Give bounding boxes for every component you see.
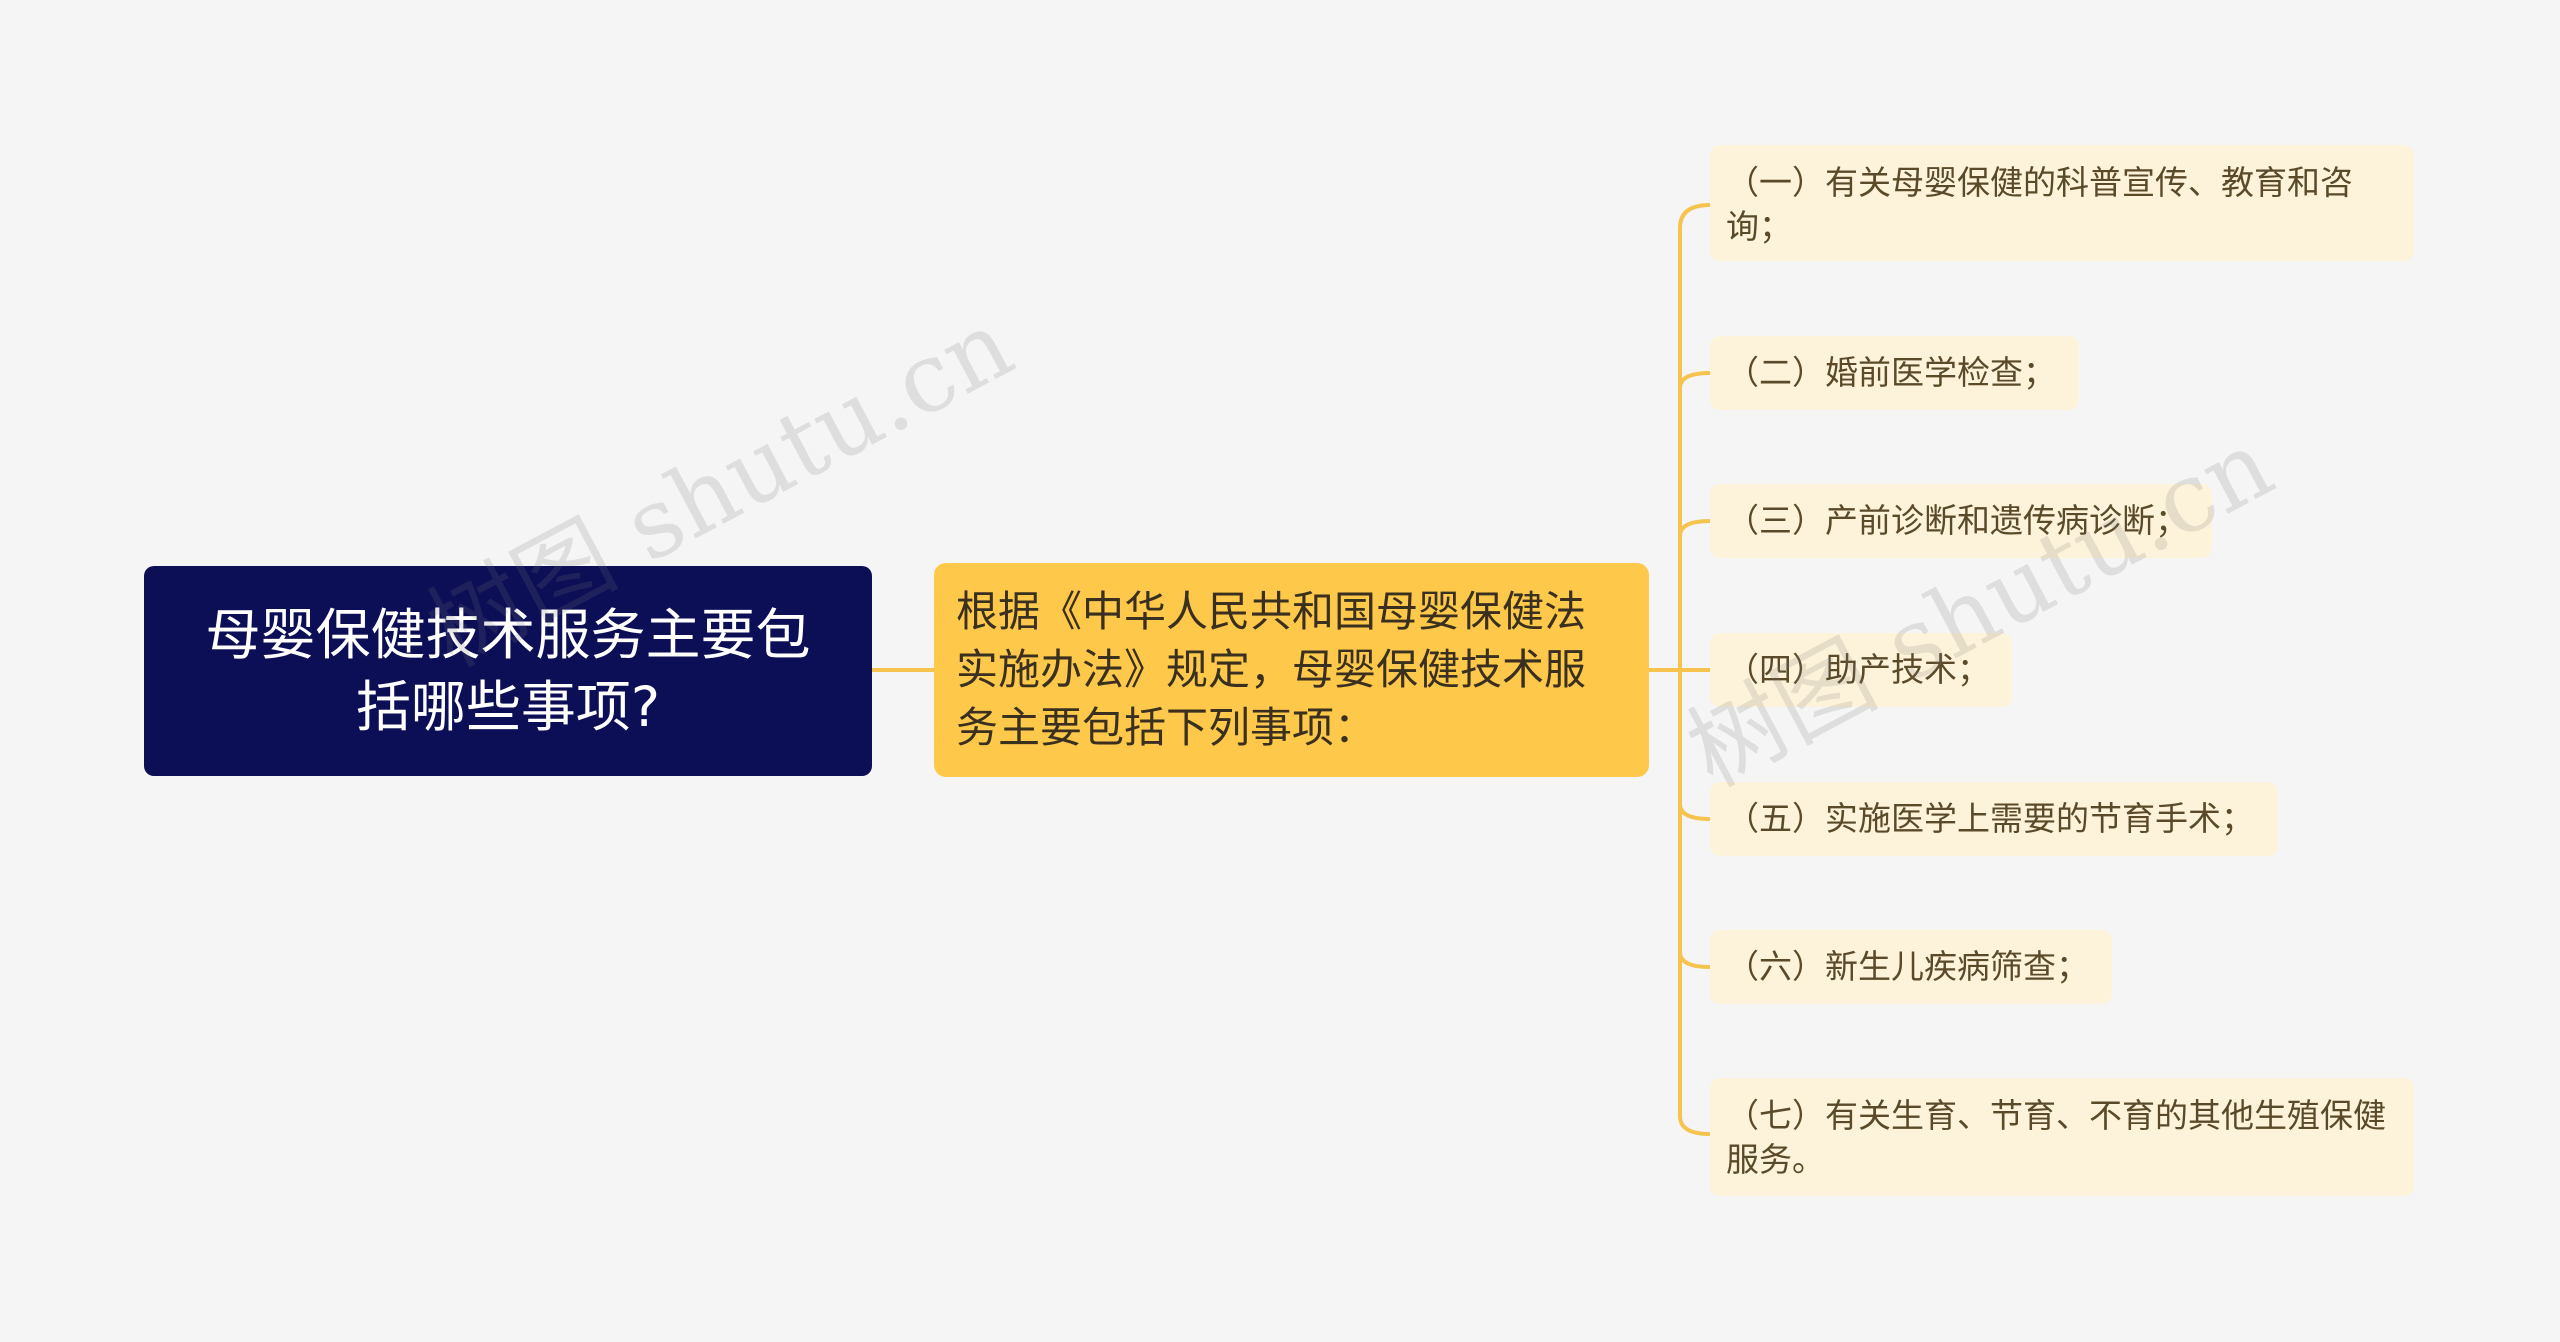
connector-leaf-5 (1678, 802, 1712, 821)
connector-leaf-3 (1678, 519, 1712, 538)
leaf-topic-text: （二）婚前医学检查； (1726, 353, 2056, 392)
connector-leaf-6 (1678, 950, 1712, 969)
leaf-topic-6[interactable]: （六）新生儿疾病筛查； (1710, 930, 2112, 1004)
connector-leaf-1 (1678, 203, 1712, 230)
leaf-topic-text: （六）新生儿疾病筛查； (1726, 947, 2089, 986)
leaf-topic-text: （七）有关生育、节育、不育的其他生殖保健服务。 (1726, 1096, 2386, 1179)
leaf-topic-4[interactable]: （四）助产技术； (1710, 633, 2012, 707)
leaf-topic-text: （一）有关母婴保健的科普宣传、教育和咨询； (1726, 163, 2353, 246)
root-topic[interactable]: 母婴保健技术服务主要包括哪些事项? (144, 566, 872, 776)
leaf-topic-text: （三）产前诊断和遗传病诊断； (1726, 501, 2188, 540)
leaf-topic-1[interactable]: （一）有关母婴保健的科普宣传、教育和咨询； (1710, 145, 2414, 261)
leaf-topic-2[interactable]: （二）婚前医学检查； (1710, 336, 2079, 410)
connector-leaf-7 (1678, 1114, 1712, 1136)
main-topic[interactable]: 根据《中华人民共和国母婴保健法实施办法》规定，母婴保健技术服务主要包括下列事项： (934, 563, 1649, 777)
leaf-topic-text: （四）助产技术； (1726, 650, 1990, 689)
root-topic-text: 母婴保健技术服务主要包括哪些事项? (205, 603, 811, 739)
main-topic-text: 根据《中华人民共和国母婴保健法实施办法》规定，母婴保健技术服务主要包括下列事项： (956, 587, 1587, 752)
connector-leaf-2 (1678, 371, 1712, 390)
leaf-topic-7[interactable]: （七）有关生育、节育、不育的其他生殖保健服务。 (1710, 1078, 2414, 1196)
leaf-topic-3[interactable]: （三）产前诊断和遗传病诊断； (1710, 484, 2212, 558)
leaf-topic-5[interactable]: （五）实施医学上需要的节育手术； (1710, 782, 2278, 856)
leaf-topic-text: （五）实施医学上需要的节育手术； (1726, 799, 2254, 838)
